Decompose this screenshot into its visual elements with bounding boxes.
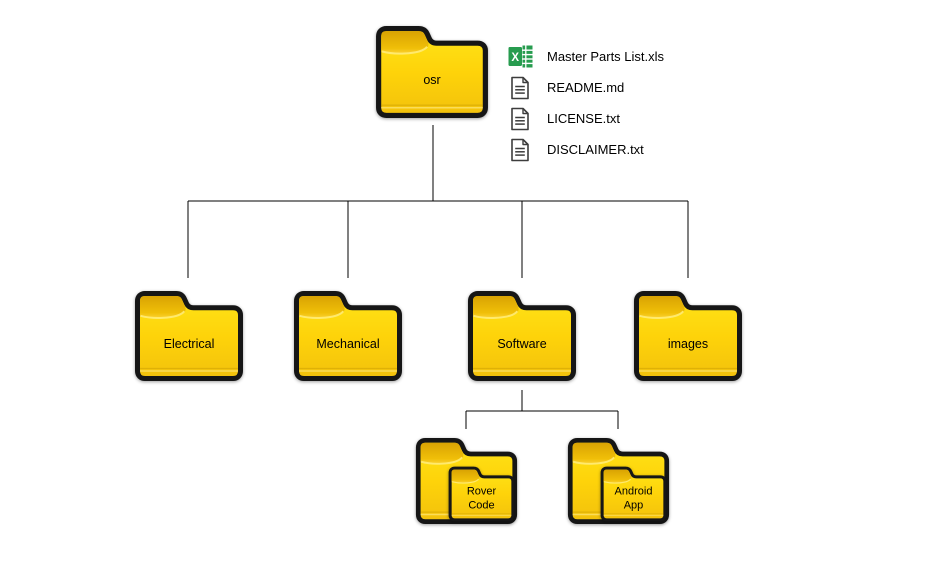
folder-icon [134,290,244,382]
file-row-readme: README.md [507,76,664,99]
folder-icon [448,466,515,522]
nested-folder-icon: Android App [600,466,667,522]
text-file-icon [507,107,533,130]
folder-icon [633,290,743,382]
folder-icon [467,290,577,382]
file-name: DISCLAIMER.txt [547,142,644,157]
file-row-disclaimer: DISCLAIMER.txt [507,138,664,161]
folder-osr: osr [375,25,489,119]
svg-text:X: X [511,52,519,64]
root-file-list: X Master Parts List.xls README.md LICENS… [507,45,664,169]
text-file-icon [507,138,533,161]
folder-android-app: Android App [567,437,670,525]
file-row-master-parts-list: X Master Parts List.xls [507,45,664,68]
file-row-license: LICENSE.txt [507,107,664,130]
folder-images: images [633,290,743,382]
folder-software: Software [467,290,577,382]
folder-icon [600,466,667,522]
folder-electrical: Electrical [134,290,244,382]
folder-mechanical: Mechanical [293,290,403,382]
excel-file-icon: X [507,45,533,68]
nested-folder-icon: Rover Code [448,466,515,522]
text-file-icon [507,76,533,99]
file-name: LICENSE.txt [547,111,620,126]
folder-icon [293,290,403,382]
folder-icon [375,25,489,119]
folder-rover-code: Rover Code [415,437,518,525]
file-name: README.md [547,80,625,95]
file-name: Master Parts List.xls [547,49,665,64]
